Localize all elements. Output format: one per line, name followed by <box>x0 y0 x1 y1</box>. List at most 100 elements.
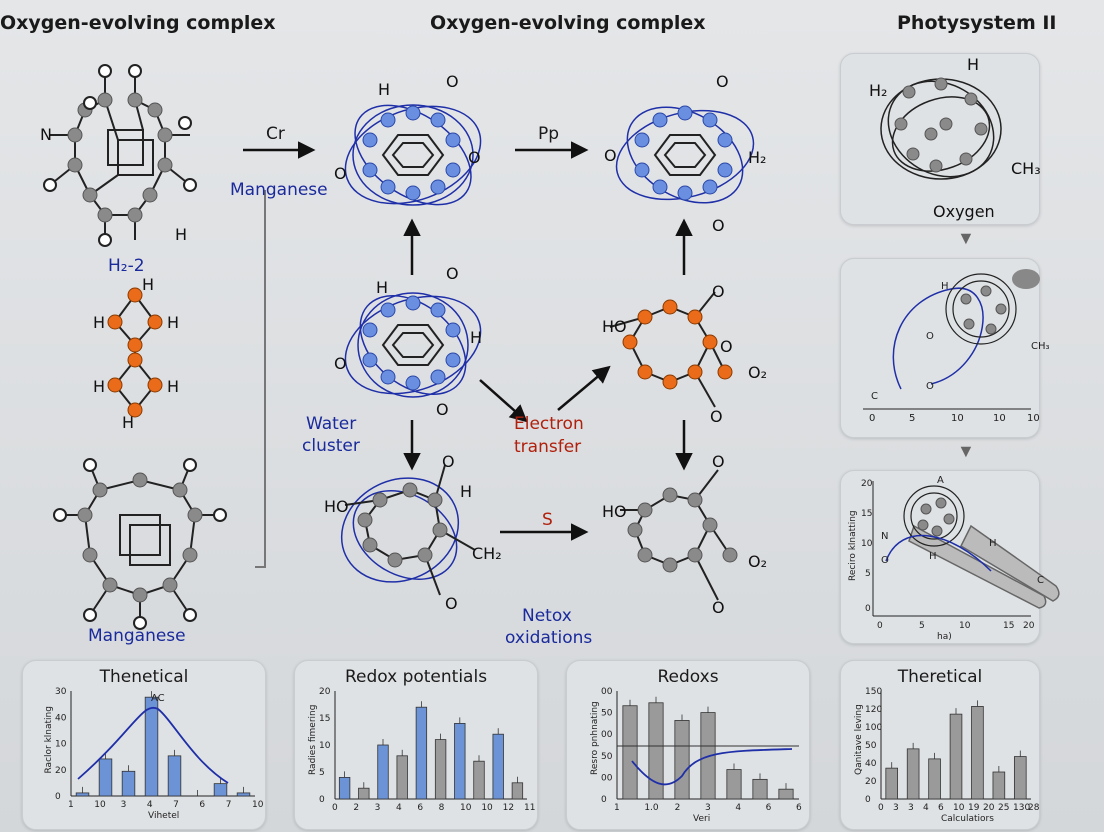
svg-text:O: O <box>446 72 459 91</box>
bar <box>906 748 920 800</box>
bar <box>885 767 899 800</box>
x-tick-label: 3 <box>705 803 711 813</box>
n-label: N <box>40 125 52 144</box>
y-tick-label: 00 <box>601 773 613 783</box>
r3-xlabel: ha) <box>937 632 952 642</box>
separator-line <box>264 190 266 568</box>
water-cluster-label-2: cluster <box>302 436 360 456</box>
h-label: H <box>175 225 187 244</box>
o2-label-1: O₂ <box>748 363 767 382</box>
bar <box>511 782 524 800</box>
x-axis-label: Vihetel <box>148 811 179 821</box>
molecule-grey-right-bottom: HO O O₂ O <box>602 452 767 617</box>
bar <box>213 783 228 797</box>
svg-text:O: O <box>710 407 723 426</box>
arrow-down-2: ▼ <box>957 441 975 461</box>
y-tick-label: 40 <box>865 759 877 769</box>
y-tick-label: 50 <box>601 709 613 719</box>
ho-label-2: HO <box>602 502 627 521</box>
panel-right-3: A N O H H C 20 15 10 5 0 0 5 10 15 20 ha… <box>840 470 1060 644</box>
x-tick-label: 3 <box>908 803 914 813</box>
r2-tick-1: 5 <box>909 413 915 424</box>
y-tick-label: 50 <box>601 752 613 762</box>
y-axis-label: Raclor klnating <box>44 706 54 773</box>
ch3-label: CH₃ <box>1011 159 1041 178</box>
bar <box>928 758 941 800</box>
x-tick-label: 28 <box>1028 803 1040 813</box>
x-tick-label: 6 <box>796 803 802 813</box>
bar <box>415 706 428 800</box>
electron-transfer-label-1: Electron <box>514 414 584 434</box>
svg-text:H: H <box>93 313 105 332</box>
bar <box>726 769 742 800</box>
x-axis-label: Veri <box>693 814 710 824</box>
x-tick-label: 20 <box>983 803 995 813</box>
svg-text:O: O <box>926 381 934 392</box>
svg-text:O: O <box>604 146 617 165</box>
y-tick-label: 0 <box>865 795 871 805</box>
r2-tick-3: 10 <box>993 413 1006 424</box>
bar <box>674 720 690 800</box>
heading-right: Photysystem II <box>897 12 1057 34</box>
bottom4-title: Theretical <box>897 667 983 687</box>
x-tick-label: 4 <box>147 800 153 810</box>
bar <box>121 770 136 797</box>
peak-label: AC <box>151 693 165 704</box>
molecule-blue-right: O O H₂ O <box>604 72 766 235</box>
svg-text:O: O <box>926 331 934 342</box>
x-axis-label: Calculatiors <box>941 814 994 824</box>
r2-tick-2: 10 <box>951 413 964 424</box>
bar <box>971 706 984 800</box>
electron-transfer-label-2: transfer <box>514 437 582 457</box>
bar <box>358 787 370 800</box>
y-tick-label: 15 <box>319 714 330 724</box>
svg-text:C: C <box>871 391 878 402</box>
bar <box>473 760 485 800</box>
bar <box>98 758 113 797</box>
bar <box>949 713 963 800</box>
r2-tick-0: 0 <box>869 413 875 424</box>
h2-mid-label: H₂ <box>748 148 766 167</box>
y-tick-label: 120 <box>865 705 882 715</box>
svg-text:O: O <box>468 148 481 167</box>
svg-text:O: O <box>334 354 347 373</box>
y-tick-label: 20 <box>865 777 877 787</box>
x-tick-label: 8 <box>439 803 445 813</box>
svg-text:H: H <box>460 482 472 501</box>
molecule-orange-chain: H H H H H H <box>93 275 179 432</box>
heading-left: Oxygen-evolving complex <box>0 12 276 34</box>
x-tick-label: 10 <box>953 803 965 813</box>
molecule-bottom-left <box>53 458 227 630</box>
x-tick-label: 4 <box>396 803 402 813</box>
x-tick-label: 25 <box>998 803 1009 813</box>
x-tick-label: 6 <box>417 803 423 813</box>
manganese-top-label: Manganese <box>230 180 328 200</box>
netox-label-2: oxidations <box>505 628 593 648</box>
bar <box>236 792 251 797</box>
svg-text:H: H <box>376 278 388 297</box>
bar <box>377 744 389 800</box>
y-tick-label: 00 <box>601 730 613 740</box>
x-tick-label: 3 <box>893 803 899 813</box>
panel-right-2: H CH₃ O O C 0 5 10 10 10 <box>840 258 1050 438</box>
x-tick-label: 12 <box>503 803 514 813</box>
bar <box>396 755 408 800</box>
r3-tick-0: 0 <box>877 621 883 631</box>
svg-text:H: H <box>378 80 390 99</box>
x-tick-label: 3 <box>375 803 381 813</box>
r3-ytick-4: 0 <box>865 604 871 614</box>
r3-tick-1: 5 <box>919 621 925 631</box>
separator-foot <box>255 566 265 568</box>
x-tick-label: 130 <box>1013 803 1030 813</box>
bar <box>778 788 794 800</box>
bar <box>454 723 466 800</box>
svg-text:O: O <box>716 72 729 91</box>
manganese-bottom-label: Manganese <box>88 626 186 646</box>
svg-text:H: H <box>142 275 154 294</box>
netox-label-1: Netox <box>522 606 572 626</box>
x-tick-label: 7 <box>173 800 179 810</box>
svg-text:O: O <box>881 555 889 566</box>
svg-text:O: O <box>720 337 733 356</box>
